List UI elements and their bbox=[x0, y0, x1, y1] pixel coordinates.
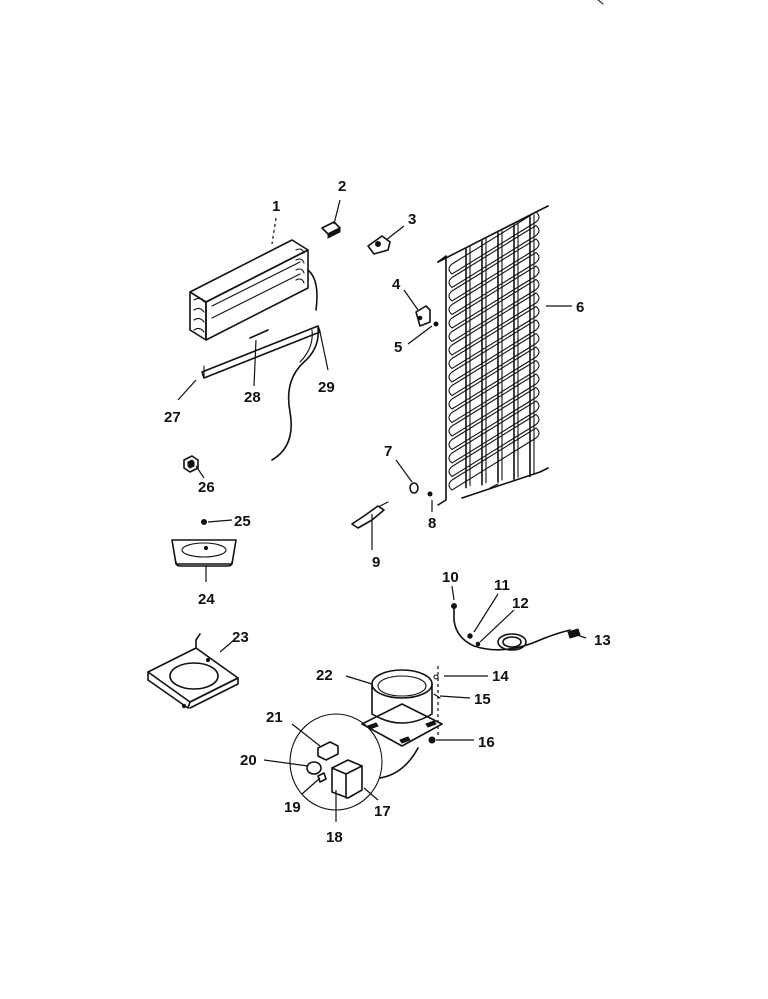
condenser-coil-loop bbox=[448, 238, 540, 302]
condenser-coil-loop bbox=[448, 413, 540, 478]
callout-23: 23 bbox=[232, 629, 249, 646]
drier bbox=[351, 501, 389, 529]
callout-17: 17 bbox=[374, 803, 391, 820]
callout-22: 22 bbox=[316, 667, 333, 684]
condenser-coil-loop bbox=[448, 251, 540, 316]
callout-15: 15 bbox=[474, 691, 491, 708]
callout-11: 11 bbox=[494, 577, 510, 594]
callout-18: 18 bbox=[326, 829, 343, 846]
suction-tube bbox=[271, 327, 320, 461]
callout-20: 20 bbox=[240, 752, 257, 769]
compressor bbox=[361, 669, 443, 747]
condenser-coil-loop bbox=[448, 305, 540, 370]
callout-27: 27 bbox=[164, 409, 181, 426]
compressor-base-plate bbox=[147, 633, 239, 709]
callout-10: 10 bbox=[442, 569, 459, 586]
condenser-coil-loop bbox=[448, 400, 540, 464]
power-cord bbox=[451, 603, 581, 651]
callout-6: 6 bbox=[576, 299, 584, 316]
callout-8: 8 bbox=[428, 515, 436, 532]
condenser-coil-loop bbox=[448, 278, 540, 343]
drain-pan bbox=[171, 539, 237, 567]
callout-labels: 1 2 3 4 5 6 7 8 9 10 11 12 13 14 15 16 1… bbox=[164, 178, 611, 846]
callout-25: 25 bbox=[234, 513, 251, 530]
condenser-coil-loop bbox=[448, 359, 540, 424]
callout-29: 29 bbox=[318, 379, 335, 396]
grommet-part-7 bbox=[409, 482, 419, 494]
callout-3: 3 bbox=[408, 211, 416, 228]
callout-28: 28 bbox=[244, 389, 261, 406]
callout-4: 4 bbox=[392, 276, 401, 293]
condenser-coil-loop bbox=[448, 319, 540, 383]
callout-16: 16 bbox=[478, 734, 495, 751]
condenser-coil-loop bbox=[448, 224, 540, 289]
callout-1: 1 bbox=[272, 198, 280, 215]
leader-lines bbox=[177, 199, 587, 822]
condenser-coil-loop bbox=[448, 211, 540, 275]
evaporator bbox=[189, 239, 318, 341]
callout-21: 21 bbox=[266, 709, 283, 726]
screw-part-8 bbox=[427, 491, 433, 497]
condenser-coil-loop bbox=[448, 292, 540, 356]
callout-7: 7 bbox=[384, 443, 392, 460]
callout-24: 24 bbox=[198, 591, 215, 608]
clip-part-26 bbox=[183, 455, 199, 473]
clip-part-16 bbox=[428, 736, 436, 744]
condenser-coil-loop bbox=[448, 427, 540, 491]
screw-part-5 bbox=[433, 321, 439, 327]
clip-part-2 bbox=[321, 221, 341, 239]
defrost-heater bbox=[249, 329, 269, 339]
condenser bbox=[437, 205, 549, 506]
callout-14: 14 bbox=[492, 668, 509, 685]
callout-19: 19 bbox=[284, 799, 301, 816]
callout-26: 26 bbox=[198, 479, 215, 496]
clip-part-3 bbox=[367, 235, 391, 255]
bracket-part-4 bbox=[415, 305, 431, 327]
condenser-coil-loop bbox=[448, 332, 540, 397]
callout-2: 2 bbox=[338, 178, 346, 195]
condenser-coil-loop bbox=[448, 346, 540, 410]
corner-mark bbox=[597, 0, 604, 5]
spacer-part-15 bbox=[433, 693, 441, 699]
fastener-part-25 bbox=[201, 519, 207, 525]
grommet-part-14 bbox=[433, 674, 439, 680]
condenser-coil-loop bbox=[448, 373, 540, 437]
callout-13: 13 bbox=[594, 632, 611, 649]
callout-5: 5 bbox=[394, 339, 402, 356]
condenser-coil-loop bbox=[448, 386, 540, 451]
callout-9: 9 bbox=[372, 554, 380, 571]
callout-12: 12 bbox=[512, 595, 529, 612]
electrical-group bbox=[289, 713, 419, 811]
condenser-coil-loop bbox=[448, 265, 540, 329]
